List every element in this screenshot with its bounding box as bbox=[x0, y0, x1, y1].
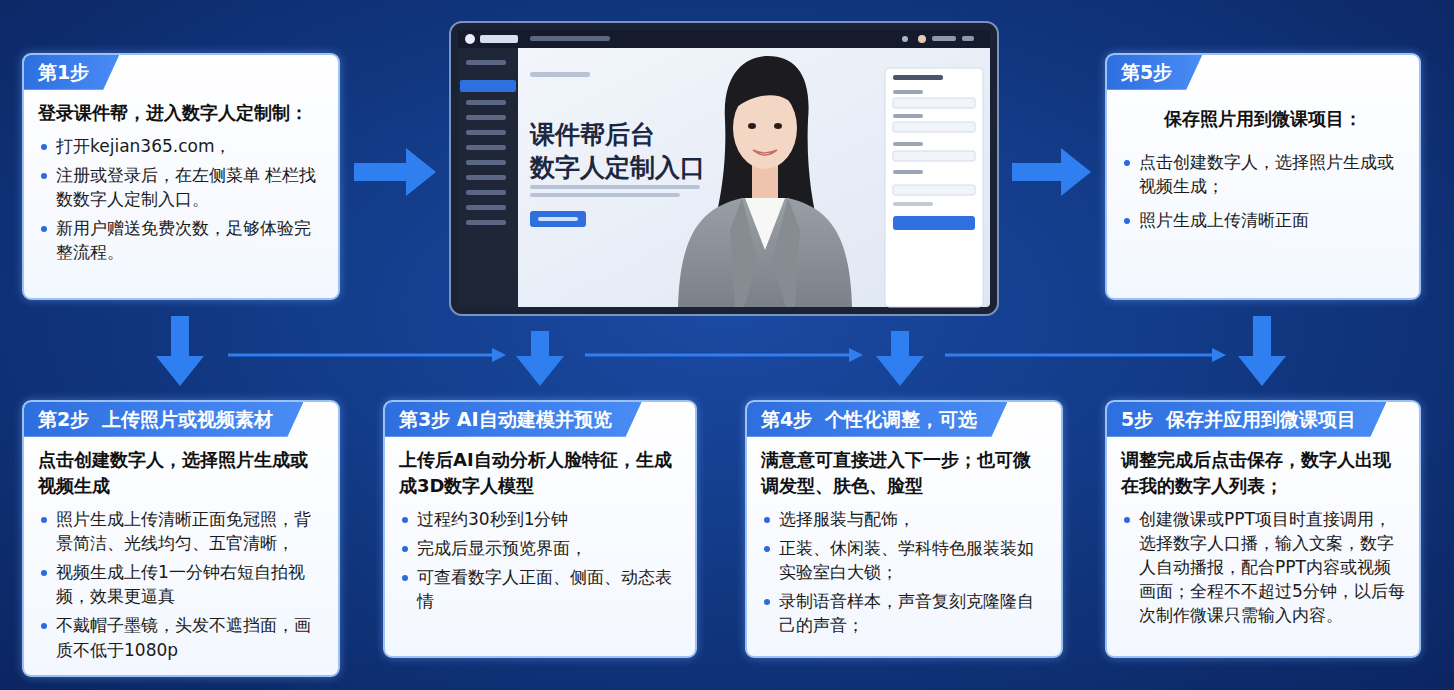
bullet-item: 过程约30秒到1分钟 bbox=[399, 507, 681, 531]
bullet-item: 视频生成上传1一分钟右短自拍视频，效果更逼真 bbox=[38, 560, 324, 608]
screen-mockup-art bbox=[450, 22, 998, 315]
step-card: 第4步 个性化调整，可选满意意可直接进入下一步；也可微调发型、肤色、脸型选择服装… bbox=[745, 400, 1063, 658]
screen-mockup: 课件帮后台 数字人定制入口 bbox=[450, 22, 998, 315]
bullet-item: 点击创建数字人，选择照片生成或视频生成； bbox=[1121, 150, 1405, 198]
bullet-item: 不戴帽子墨镜，头发不遮挡面，画质不低于1080p bbox=[38, 613, 324, 661]
step-tag: 第5步 bbox=[1107, 55, 1202, 90]
step-heading: 保存照片用到微课项目： bbox=[1121, 106, 1405, 132]
flow-line bbox=[228, 348, 1226, 362]
bullet-item: 注册或登录后，在左侧菜单 栏栏找数数字人定制入口。 bbox=[38, 163, 324, 211]
bullet-item: 录制语音样本，声音复刻克隆隆自己的声音； bbox=[761, 589, 1047, 637]
screen-title: 课件帮后台 数字人定制入口 bbox=[530, 118, 745, 184]
step-card: 第3步 AI自动建模并预览上传后AI自动分析人脸特征，生成成3D数字人模型过程约… bbox=[383, 400, 697, 658]
bullet-item: 可查看数字人正面、侧面、动态表情 bbox=[399, 565, 681, 613]
step-heading: 点击创建数字人，选择照片生成或视频生成 bbox=[38, 447, 324, 499]
bullet-item: 创建微课或PPT项目时直接调用，选择数字人口播，输入文案，数字人自动播报，配合P… bbox=[1121, 507, 1405, 628]
bullet-item: 打开kejian365.com， bbox=[38, 134, 324, 158]
flow-arrow bbox=[1012, 148, 1091, 196]
bullet-item: 完成后显示预览界面， bbox=[399, 536, 681, 560]
step-tag: 第2步 上传照片或视频素材 bbox=[24, 402, 303, 437]
flow-arrow bbox=[876, 331, 924, 386]
step-tag: 第1步 bbox=[24, 55, 119, 90]
bullet-item: 选择服装与配饰， bbox=[761, 507, 1047, 531]
step-card: 5步 保存并应用到微课项目调整完成后点击保存，数字人出现在我的数字人列表； 创建微… bbox=[1105, 400, 1421, 658]
flow-arrow bbox=[354, 148, 436, 196]
step-tag: 第4步 个性化调整，可选 bbox=[747, 402, 1007, 437]
step-heading: 登录课件帮，进入数字人定制制： bbox=[38, 100, 324, 126]
bullet-item: 新用户赠送免费次数，足够体验完整流程。 bbox=[38, 216, 324, 264]
flow-arrow bbox=[1238, 316, 1286, 386]
step-tag: 5步 保存并应用到微课项目 bbox=[1107, 402, 1386, 437]
step-card: 第2步 上传照片或视频素材点击创建数字人，选择照片生成或视频生成照片生成上传清晰… bbox=[22, 400, 340, 677]
bullet-item: 照片生成上传清晰正面 bbox=[1121, 208, 1405, 232]
bullet-item: 正装、休闲装、学科特色服装装如实验室白大锁； bbox=[761, 536, 1047, 584]
step-card: 第1步登录课件帮，进入数字人定制制： 打开kejian365.com， 注册或登录后… bbox=[22, 53, 340, 300]
step-tag: 第3步 AI自动建模并预览 bbox=[385, 402, 642, 437]
flow-arrow bbox=[516, 331, 564, 386]
step-heading: 上传后AI自动分析人脸特征，生成成3D数字人模型 bbox=[399, 447, 681, 499]
step-heading: 调整完成后点击保存，数字人出现在我的数字人列表； bbox=[1121, 447, 1405, 499]
bullet-item: 照片生成上传清晰正面免冠照，背景简洁、光线均匀、五官清晰， bbox=[38, 507, 324, 555]
step-heading: 满意意可直接进入下一步；也可微调发型、肤色、脸型 bbox=[761, 447, 1047, 499]
flow-arrow bbox=[156, 316, 204, 386]
step-card: 第5步保存照片用到微课项目： 点击创建数字人，选择照片生成或视频生成； 照片生成上传… bbox=[1105, 53, 1421, 300]
